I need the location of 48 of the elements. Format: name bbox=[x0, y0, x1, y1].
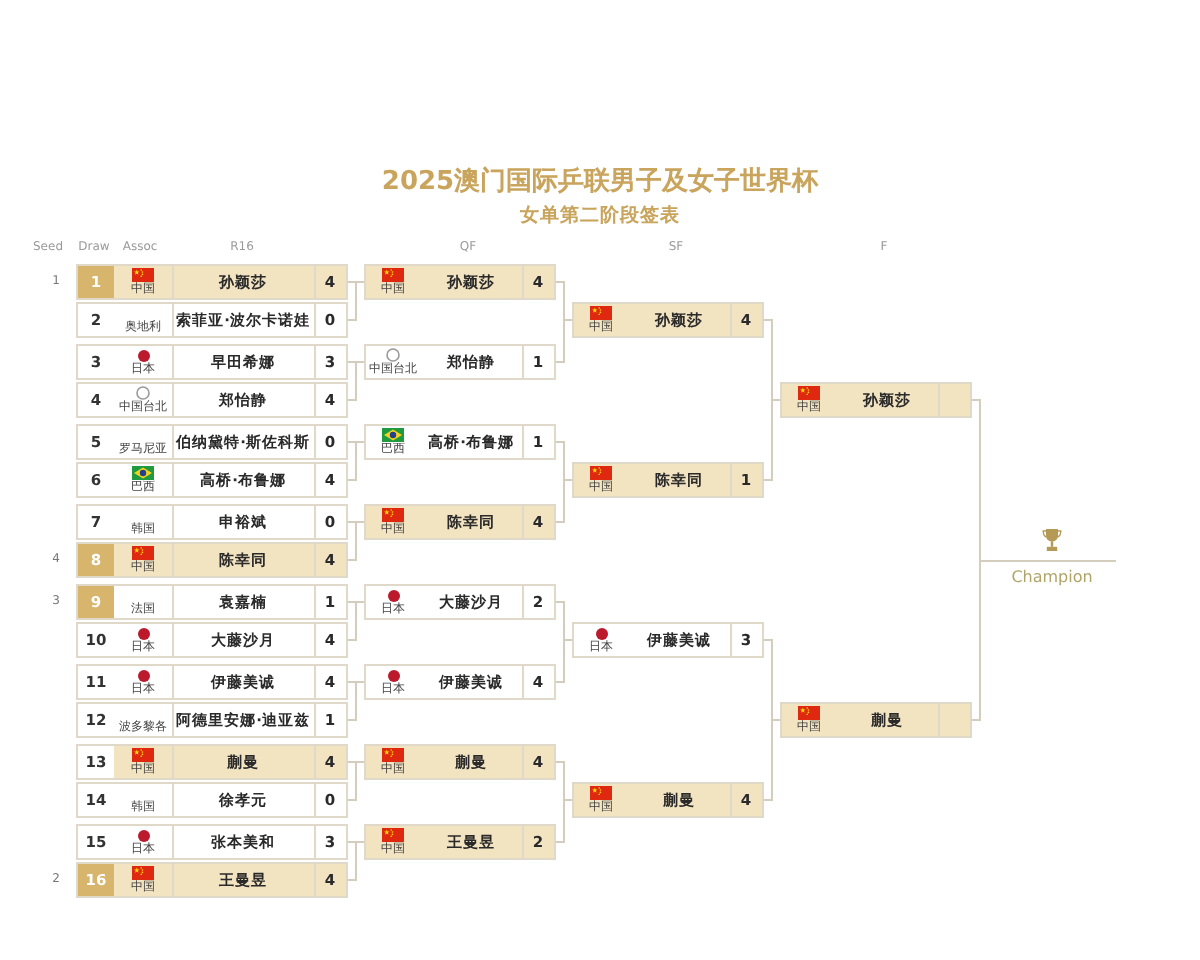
draw-row bbox=[76, 664, 348, 700]
bracket-line bbox=[347, 681, 365, 721]
draw-row bbox=[76, 702, 348, 738]
bracket-line bbox=[763, 719, 781, 801]
bracket-slot bbox=[780, 702, 972, 738]
bracket-slot bbox=[364, 584, 556, 620]
draw-row bbox=[76, 542, 348, 578]
draw-row bbox=[76, 622, 348, 658]
draw-row bbox=[76, 504, 348, 540]
title: 2025澳门国际乒联男子及女子世界杯 bbox=[381, 169, 819, 195]
draw-row bbox=[76, 344, 348, 380]
bracket-slot bbox=[364, 824, 556, 860]
champion-label: Champion bbox=[1011, 570, 1093, 586]
bracket-line bbox=[555, 799, 573, 843]
bracket-slot bbox=[572, 782, 764, 818]
bracket-line bbox=[763, 399, 781, 481]
bracket-line bbox=[971, 560, 989, 721]
draw-row bbox=[76, 382, 348, 418]
draw-row bbox=[76, 862, 348, 898]
subtitle: 女单第二阶段签表 bbox=[520, 206, 680, 226]
bracket-slot bbox=[364, 264, 556, 300]
bracket-line bbox=[347, 521, 365, 561]
bracket-line bbox=[347, 361, 365, 401]
bracket-slot bbox=[572, 462, 764, 498]
draw-row bbox=[76, 744, 348, 780]
draw-row bbox=[76, 424, 348, 460]
bracket-slot bbox=[364, 664, 556, 700]
bracket-slot bbox=[364, 344, 556, 380]
draw-row bbox=[76, 462, 348, 498]
draw-row bbox=[76, 584, 348, 620]
bracket-slot bbox=[572, 302, 764, 338]
bracket-line bbox=[347, 761, 365, 801]
bracket-line bbox=[347, 441, 365, 481]
bracket-line bbox=[555, 479, 573, 523]
draw-row bbox=[76, 264, 348, 300]
bracket-slot bbox=[364, 424, 556, 460]
bracket-slot bbox=[572, 622, 764, 658]
bracket-line bbox=[347, 281, 365, 321]
bracket-line bbox=[347, 601, 365, 641]
bracket-line bbox=[555, 319, 573, 363]
draw-row bbox=[76, 302, 348, 338]
bracket-line bbox=[555, 639, 573, 683]
bracket-line bbox=[347, 841, 365, 881]
draw-row bbox=[76, 782, 348, 818]
draw-row bbox=[76, 824, 348, 860]
bracket-slot bbox=[364, 744, 556, 780]
bracket-slot bbox=[780, 382, 972, 418]
bracket-slot bbox=[364, 504, 556, 540]
